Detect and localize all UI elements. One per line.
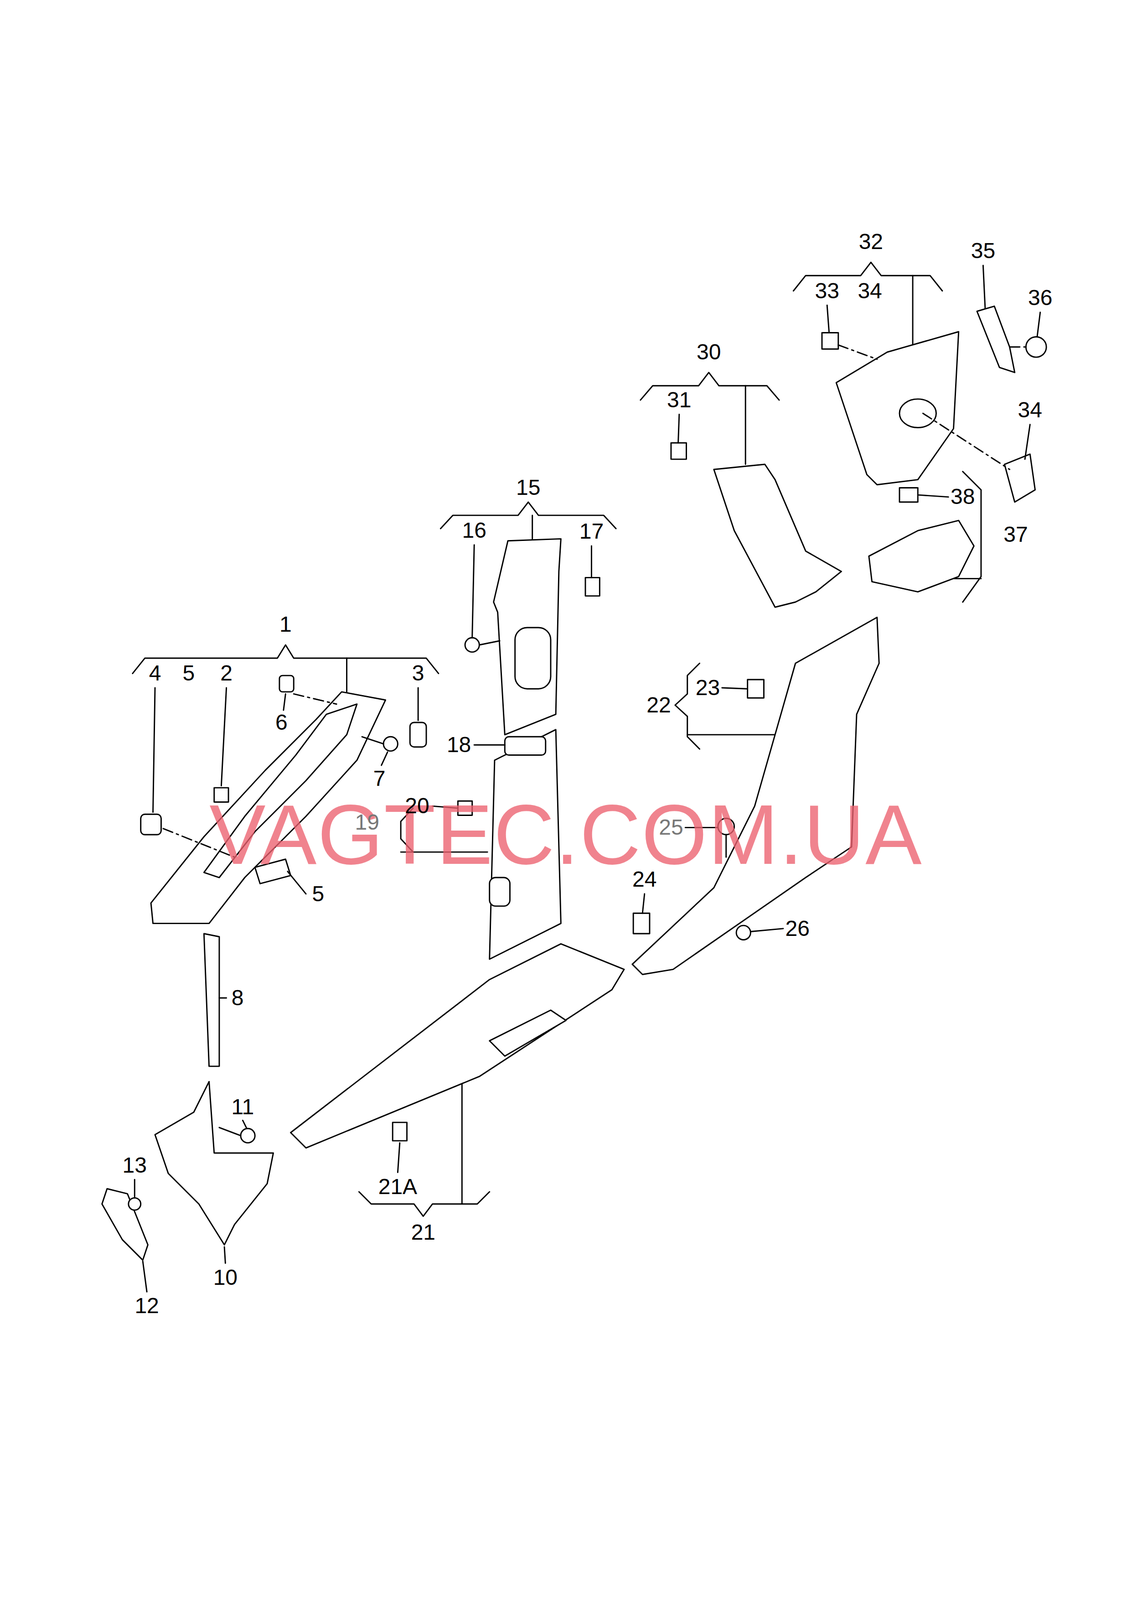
callout-number: 11 [231, 1095, 254, 1118]
callout-number: 32 [858, 230, 884, 253]
callout-number: 26 [785, 917, 810, 940]
callout-number: 7 [373, 767, 386, 790]
callout-number: 2 [220, 661, 233, 684]
callout-number: 15 [516, 476, 541, 499]
callout-number: 34 [1018, 398, 1043, 421]
callout-number: 20 [404, 794, 430, 817]
callout-number: 24 [632, 868, 657, 890]
callout-number: 37 [1003, 523, 1028, 546]
watermark: VAGTEC.COM.UA [209, 791, 923, 877]
callout-number: 30 [696, 341, 721, 363]
callout-number: 3 [412, 661, 425, 684]
callout-number: 8 [231, 986, 244, 1009]
callout-number: 34 [857, 279, 882, 302]
callout-number: 22 [646, 693, 671, 716]
callout-number: 31 [666, 388, 692, 411]
callout-number: 18 [446, 733, 471, 756]
callout-number: 33 [814, 279, 839, 302]
callout-number: 23 [695, 676, 720, 699]
callout-number: 16 [461, 519, 486, 542]
callout-number: 36 [1028, 286, 1053, 309]
callout-number: 21 [411, 1220, 436, 1243]
callout-number: 12 [134, 1294, 159, 1317]
callout-number: 38 [950, 485, 975, 508]
callout-number: 5 [312, 882, 325, 905]
callout-number: 5 [182, 661, 195, 684]
callout-number: 25 [658, 816, 683, 838]
callout-number: 19 [355, 811, 380, 833]
callout-number: 21A [378, 1175, 418, 1198]
callout-number: 6 [275, 711, 288, 734]
callout-number: 17 [579, 520, 604, 543]
callout-number: 35 [971, 239, 996, 262]
callout-number: 10 [213, 1266, 238, 1288]
callout-number: 13 [122, 1153, 147, 1176]
callout-number: 4 [149, 661, 162, 684]
callout-number: 1 [279, 613, 292, 636]
